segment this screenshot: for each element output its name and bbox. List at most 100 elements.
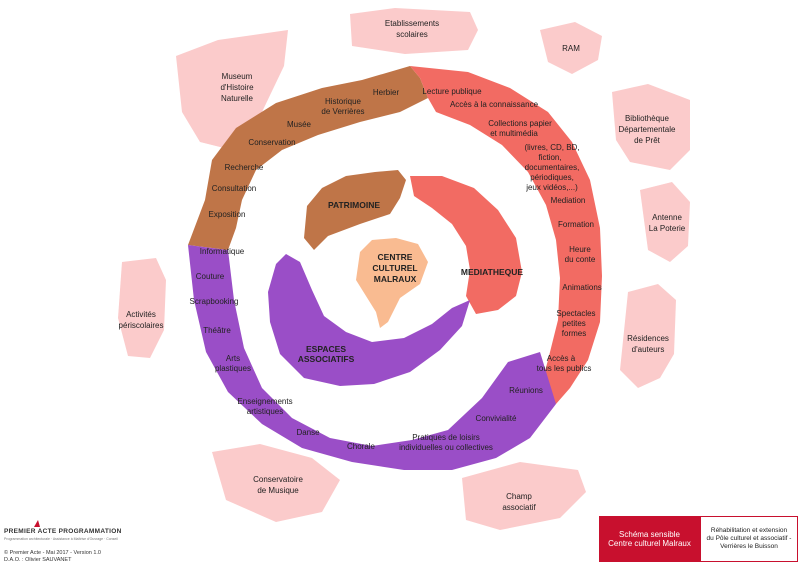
partner-label: associatif [502, 503, 536, 512]
centre-label-2: CULTUREL [372, 263, 417, 273]
partner-label: Bibliothèque [625, 114, 670, 123]
pole-espaces-label-2: ASSOCIATIFS [298, 354, 355, 364]
partner-label: La Poterie [649, 224, 686, 233]
blob-antenne [640, 182, 690, 262]
ring-purple-arc [188, 245, 556, 470]
red-label: Collections papier [488, 119, 552, 128]
purple-label: Arts [226, 354, 240, 363]
red-label: (livres, CD, BD, [524, 143, 579, 152]
purple-label: plastiques [215, 364, 251, 373]
partner-label: de Musique [257, 486, 299, 495]
logo-text: PREMIER ACTE PROGRAMMATION [4, 528, 122, 535]
inner-centre-shape [356, 238, 428, 328]
inner-mediatheque-shape [410, 176, 522, 314]
red-label: jeux vidéos,...) [525, 183, 578, 192]
red-label: petites [562, 319, 586, 328]
ring-red-arc [410, 66, 602, 404]
title-red-line-2: Centre culturel Malraux [608, 539, 691, 548]
brown-label: Conservation [248, 138, 295, 147]
red-ring-labels: Lecture publique Accès à la connaissance… [422, 87, 601, 373]
red-label: Accès à la connaissance [450, 100, 539, 109]
brown-label: Consultation [212, 184, 256, 193]
purple-label: Scrapbooking [190, 297, 239, 306]
partner-labels: Etablissements scolaires RAM Bibliothèqu… [119, 19, 686, 512]
red-label: du conte [565, 255, 596, 264]
inner-espaces-shape [268, 254, 470, 386]
purple-label: Couture [196, 272, 225, 281]
purple-label: Pratiques de loisirs [412, 433, 480, 442]
purple-label: artistiques [247, 407, 283, 416]
purple-label: Convivialité [476, 414, 517, 423]
ring-brown-arc [188, 66, 428, 250]
centre-label-1: CENTRE [378, 252, 413, 262]
purple-label: Informatique [200, 247, 245, 256]
blob-residences [620, 284, 676, 388]
pole-espaces-label-1: ESPACES [306, 344, 346, 354]
partner-label: Museum [222, 72, 253, 81]
partner-label: Résidences [627, 334, 669, 343]
blob-champ [462, 462, 586, 530]
inner-patrimoine-shape [304, 170, 406, 250]
copyright-text: © Premier Acte - Mai 2017 - Version 1.0 [4, 550, 101, 556]
title-white-line-3: Verrières le Buisson [720, 543, 778, 551]
blob-activites [118, 258, 166, 358]
logo-mark-icon [34, 520, 40, 527]
centre-label-3: MALRAUX [374, 274, 417, 284]
blob-ram [540, 22, 602, 74]
partner-label: périscolaires [119, 321, 164, 330]
title-red-line-1: Schéma sensible [619, 530, 680, 539]
blob-bibliotheque [612, 84, 690, 170]
red-label: Lecture publique [422, 87, 482, 96]
partner-label: d'Histoire [220, 83, 254, 92]
logo-tagline: Programmation architecturale · Assistanc… [4, 537, 118, 541]
brown-ring-labels: Herbier Historique de Verrières Musée Co… [209, 88, 400, 219]
blob-etablissements [350, 8, 478, 54]
brown-label: Musée [287, 120, 312, 129]
purple-label: Théâtre [203, 326, 231, 335]
title-box-red: Schéma sensible Centre culturel Malraux [599, 516, 700, 562]
blob-museum [176, 30, 288, 150]
core-labels: PATRIMOINE MEDIATHEQUE ESPACES ASSOCIATI… [298, 200, 524, 364]
purple-label: Danse [296, 428, 320, 437]
red-label: fiction, [538, 153, 561, 162]
partner-label: d'auteurs [632, 345, 665, 354]
red-label: documentaires, [525, 163, 580, 172]
partner-blobs [118, 8, 690, 530]
brown-label: de Verrières [321, 107, 364, 116]
red-label: Heure [569, 245, 591, 254]
partner-label: Naturelle [221, 94, 254, 103]
brown-label: Historique [325, 97, 362, 106]
red-label: Animations [562, 283, 602, 292]
red-label: Accès à [547, 354, 576, 363]
dao-credit-text: D.A.O. : Olivier SAUVANET [4, 557, 72, 563]
brown-label: Herbier [373, 88, 400, 97]
red-label: Spectacles [556, 309, 595, 318]
partner-label: Conservatoire [253, 475, 303, 484]
red-label: périodiques, [530, 173, 574, 182]
title-white-line-1: Réhabilitation et extension [710, 526, 788, 534]
brown-label: Recherche [225, 163, 264, 172]
brown-label: Exposition [209, 210, 246, 219]
red-label: formes [562, 329, 586, 338]
red-label: et multimédia [490, 129, 538, 138]
purple-label: Enseignements [237, 397, 292, 406]
red-label: Formation [558, 220, 594, 229]
purple-ring-labels: Informatique Couture Scrapbooking Théâtr… [190, 247, 543, 452]
title-box-project: Réhabilitation et extension du Pôle cult… [700, 516, 798, 562]
partner-label: Antenne [652, 213, 682, 222]
purple-label: Chorale [347, 442, 376, 451]
partner-label: Activités [126, 310, 156, 319]
red-label: Mediation [551, 196, 586, 205]
partner-label: Champ [506, 492, 532, 501]
purple-label: Réunions [509, 386, 543, 395]
purple-label: individuelles ou collectives [399, 443, 493, 452]
partner-label: RAM [562, 44, 580, 53]
partner-label: Etablissements [385, 19, 439, 28]
blob-conservatoire [212, 444, 340, 522]
red-label: tous les publics [537, 364, 592, 373]
partner-label: de Prêt [634, 136, 661, 145]
partner-label: scolaires [396, 30, 428, 39]
title-white-line-2: du Pôle culturel et associatif - [706, 534, 792, 542]
pole-patrimoine-label: PATRIMOINE [328, 200, 380, 210]
